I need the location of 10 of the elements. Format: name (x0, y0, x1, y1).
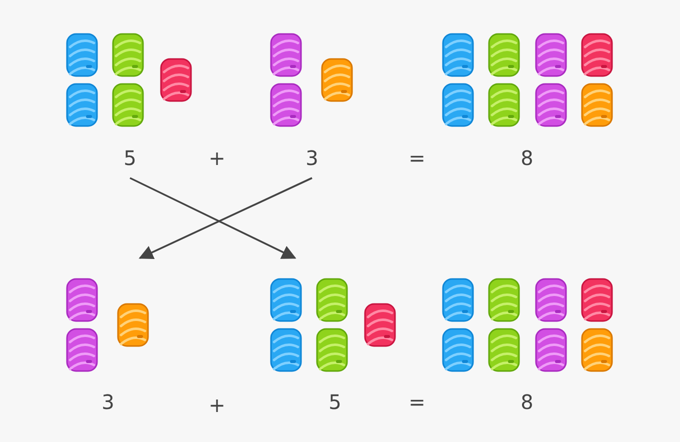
number-label: 5 (124, 146, 136, 170)
plus-sign: + (208, 393, 226, 417)
number-label: 5 (328, 390, 342, 414)
equals-sign: = (408, 146, 426, 170)
number-label: 3 (306, 146, 318, 170)
equals-sign: = (408, 390, 426, 414)
sum-number: 8 (520, 146, 534, 170)
number-label: 3 (102, 390, 114, 414)
sum-number: 8 (520, 390, 534, 414)
plus-sign: + (208, 146, 226, 170)
